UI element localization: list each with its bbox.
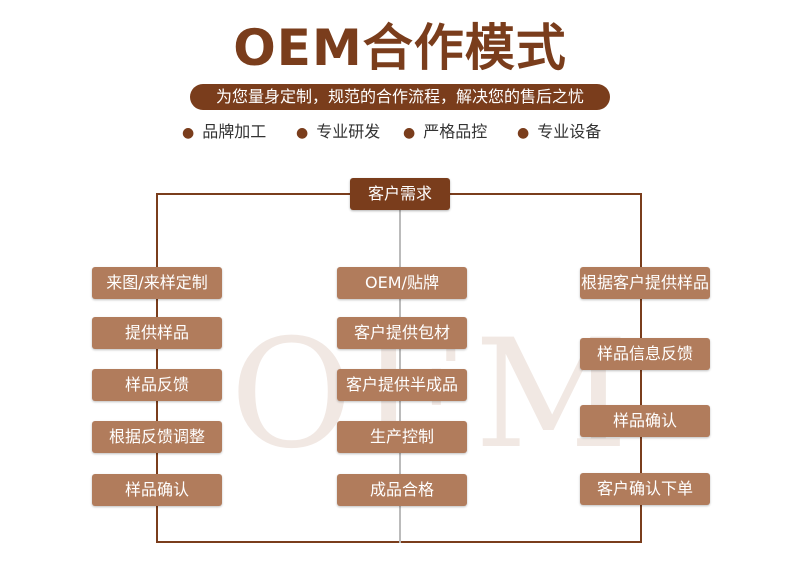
flow-step: OEM/贴牌 [337,267,467,299]
flow-step: 客户提供包材 [337,317,467,349]
flow-step: 根据客户提供样品 [580,267,710,299]
bullet-icon: ● [296,125,309,141]
feature-item: ● 严格品控 [403,122,487,143]
flow-step: 样品确认 [92,474,222,506]
subtitle-banner: 为您量身定制，规范的合作流程，解决您的售后之忧 [190,84,610,110]
flow-step: 样品信息反馈 [580,338,710,370]
customer-demand-box: 客户需求 [350,178,450,210]
flow-step: 样品确认 [580,405,710,437]
feature-label: 严格品控 [423,122,488,141]
flow-step: 客户确认下单 [580,473,710,505]
page-title: OEM合作模式 [233,19,567,77]
feature-item: ● 专业设备 [517,122,601,143]
bullet-icon: ● [182,125,195,141]
flow-step: 根据反馈调整 [92,421,222,453]
feature-label: 品牌加工 [202,122,267,141]
feature-list: ● 品牌加工 ● 专业研发 ● 严格品控 ● 专业设备 [0,122,800,142]
flow-step: 来图/来样定制 [92,267,222,299]
flow-step: 成品合格 [337,474,467,506]
feature-label: 专业研发 [316,122,381,141]
bullet-icon: ● [403,125,416,141]
feature-item: ● 专业研发 [296,122,380,143]
flow-step: 提供样品 [92,317,222,349]
feature-item: ● 品牌加工 [182,122,266,143]
flow-step: 客户提供半成品 [337,369,467,401]
flow-step: 样品反馈 [92,369,222,401]
bullet-icon: ● [517,125,530,141]
feature-label: 专业设备 [537,122,602,141]
flow-step: 生产控制 [337,421,467,453]
